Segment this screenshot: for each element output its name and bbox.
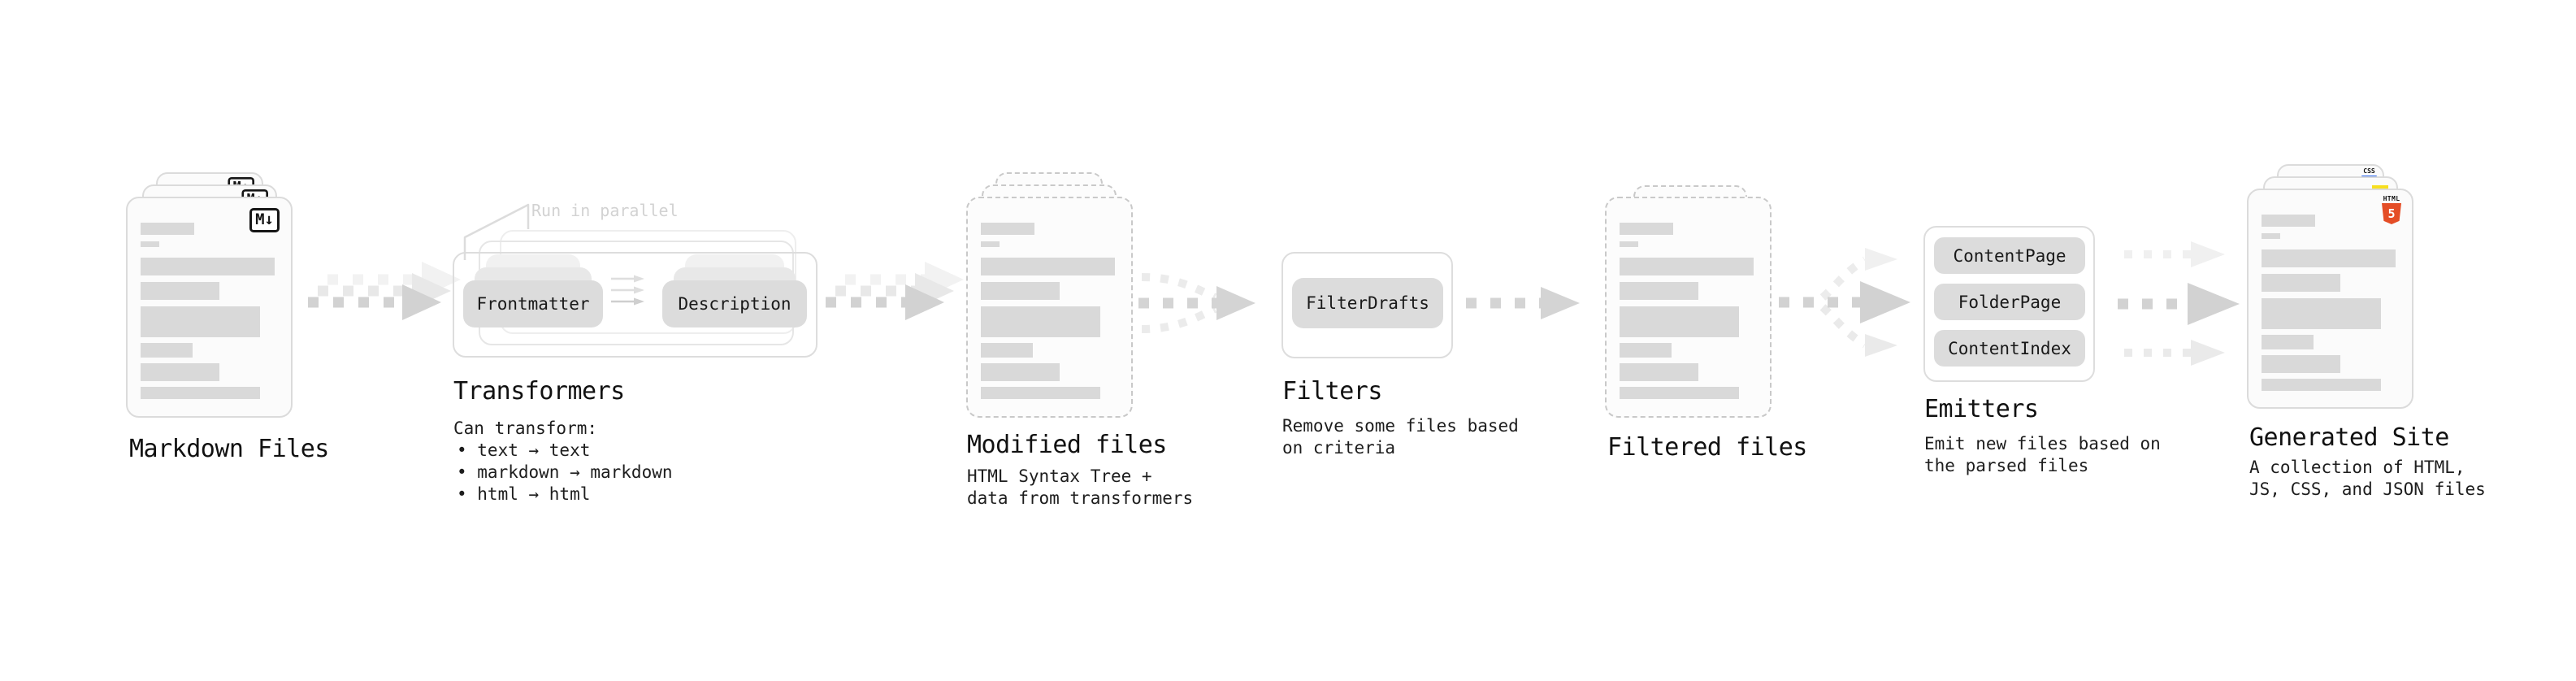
micro-arrow-2: [611, 286, 644, 294]
contentpage-pill: ContentPage: [1934, 237, 2085, 274]
filters-box: [1281, 252, 1453, 358]
caption-line: Emit new files based on: [1924, 434, 2161, 453]
flow-arrow-filters-to-filtered: [1466, 287, 1580, 319]
generated-site-label: Generated Site: [2249, 423, 2449, 452]
transformers-caption-intro: Can transform:: [453, 419, 598, 438]
caption-line: HTML Syntax Tree +: [967, 466, 1152, 486]
arrowhead-bottom: [1865, 334, 1897, 357]
converge-top-line: [1141, 273, 1217, 301]
generated-file-front: HTML 5: [2247, 189, 2413, 409]
transformers-bullets: • text → text • markdown → markdown • ht…: [457, 440, 673, 505]
flow-arrows-emitters-to-site: [2118, 241, 2240, 366]
html5-icon-text: HTML: [2383, 195, 2400, 202]
markdown-files-label: Markdown Files: [129, 435, 329, 463]
transform-bullet: • markdown → markdown: [457, 462, 673, 482]
flow-arrow-filtered-to-emitters: [1779, 248, 1910, 357]
modified-file-front: [966, 197, 1133, 418]
caption-line: the parsed files: [1924, 456, 2089, 475]
generated-site-caption: A collection of HTML, JS, CSS, and JSON …: [2249, 457, 2486, 501]
diverge-top-line: [1819, 256, 1867, 301]
frontmatter-pill: Frontmatter: [463, 280, 603, 327]
emitters-label: Emitters: [1924, 395, 2039, 423]
transform-bullet: • html → html: [457, 484, 591, 504]
folderpage-pill: FolderPage: [1934, 284, 2085, 320]
description-pill: Description: [662, 280, 807, 327]
arrowhead-bottom: [2191, 340, 2225, 366]
html5-icon-shield: 5: [2382, 203, 2401, 224]
emitters-box: [1923, 226, 2095, 382]
transformers-label: Transformers: [453, 377, 625, 406]
transform-bullet: • text → text: [457, 440, 591, 460]
run-in-parallel-annotation: Run in parallel: [531, 201, 679, 220]
caption-line: Remove some files based: [1282, 416, 1519, 436]
arrow-front: [826, 284, 944, 320]
markdown-file-front: M↓: [126, 197, 293, 418]
filtered-file-front: [1605, 197, 1772, 418]
caption-line: A collection of HTML,: [2249, 458, 2465, 477]
filters-label: Filters: [1282, 377, 1382, 406]
contentindex-pill: ContentIndex: [1934, 330, 2085, 367]
arrowhead: [1216, 286, 1255, 320]
caption-line: data from transformers: [967, 488, 1194, 508]
html5-icon: HTML 5: [2381, 195, 2402, 224]
flow-arrow-transformers-to-modified: [826, 262, 964, 320]
arrowhead-mid: [1860, 281, 1910, 323]
flow-arrow-modified-to-filters: [1138, 273, 1255, 333]
flow-arrow-markdown-to-transformers: [308, 262, 461, 320]
filters-caption: Remove some files based on criteria: [1282, 415, 1519, 459]
arrowhead-top: [2191, 241, 2225, 267]
html5-icon-number: 5: [2387, 206, 2396, 221]
diverge-bottom-line: [1819, 304, 1867, 349]
filtered-files-label: Filtered files: [1607, 433, 1807, 462]
modified-files-label: Modified files: [967, 431, 1167, 459]
arrowhead-mid: [2188, 283, 2240, 325]
micro-arrow-1: [611, 275, 644, 283]
markdown-icon: M↓: [249, 208, 280, 232]
emitters-caption: Emit new files based on the parsed files: [1924, 433, 2161, 477]
arrowhead: [1541, 287, 1580, 319]
converge-bottom-line: [1141, 305, 1217, 333]
arrow-front: [308, 284, 441, 320]
micro-arrow-3: [611, 297, 644, 306]
transformers-box-front: [453, 252, 817, 358]
filterdrafts-pill: FilterDrafts: [1292, 278, 1443, 328]
modified-files-caption: HTML Syntax Tree + data from transformer…: [967, 466, 1193, 510]
css-icon-text: CSS: [2363, 167, 2375, 175]
caption-line: JS, CSS, and JSON files: [2249, 479, 2486, 499]
transform-micro-arrows: [611, 275, 644, 306]
arrowhead-top: [1865, 248, 1897, 271]
run-in-parallel-connector: [463, 203, 530, 260]
caption-line: on criteria: [1282, 438, 1396, 458]
